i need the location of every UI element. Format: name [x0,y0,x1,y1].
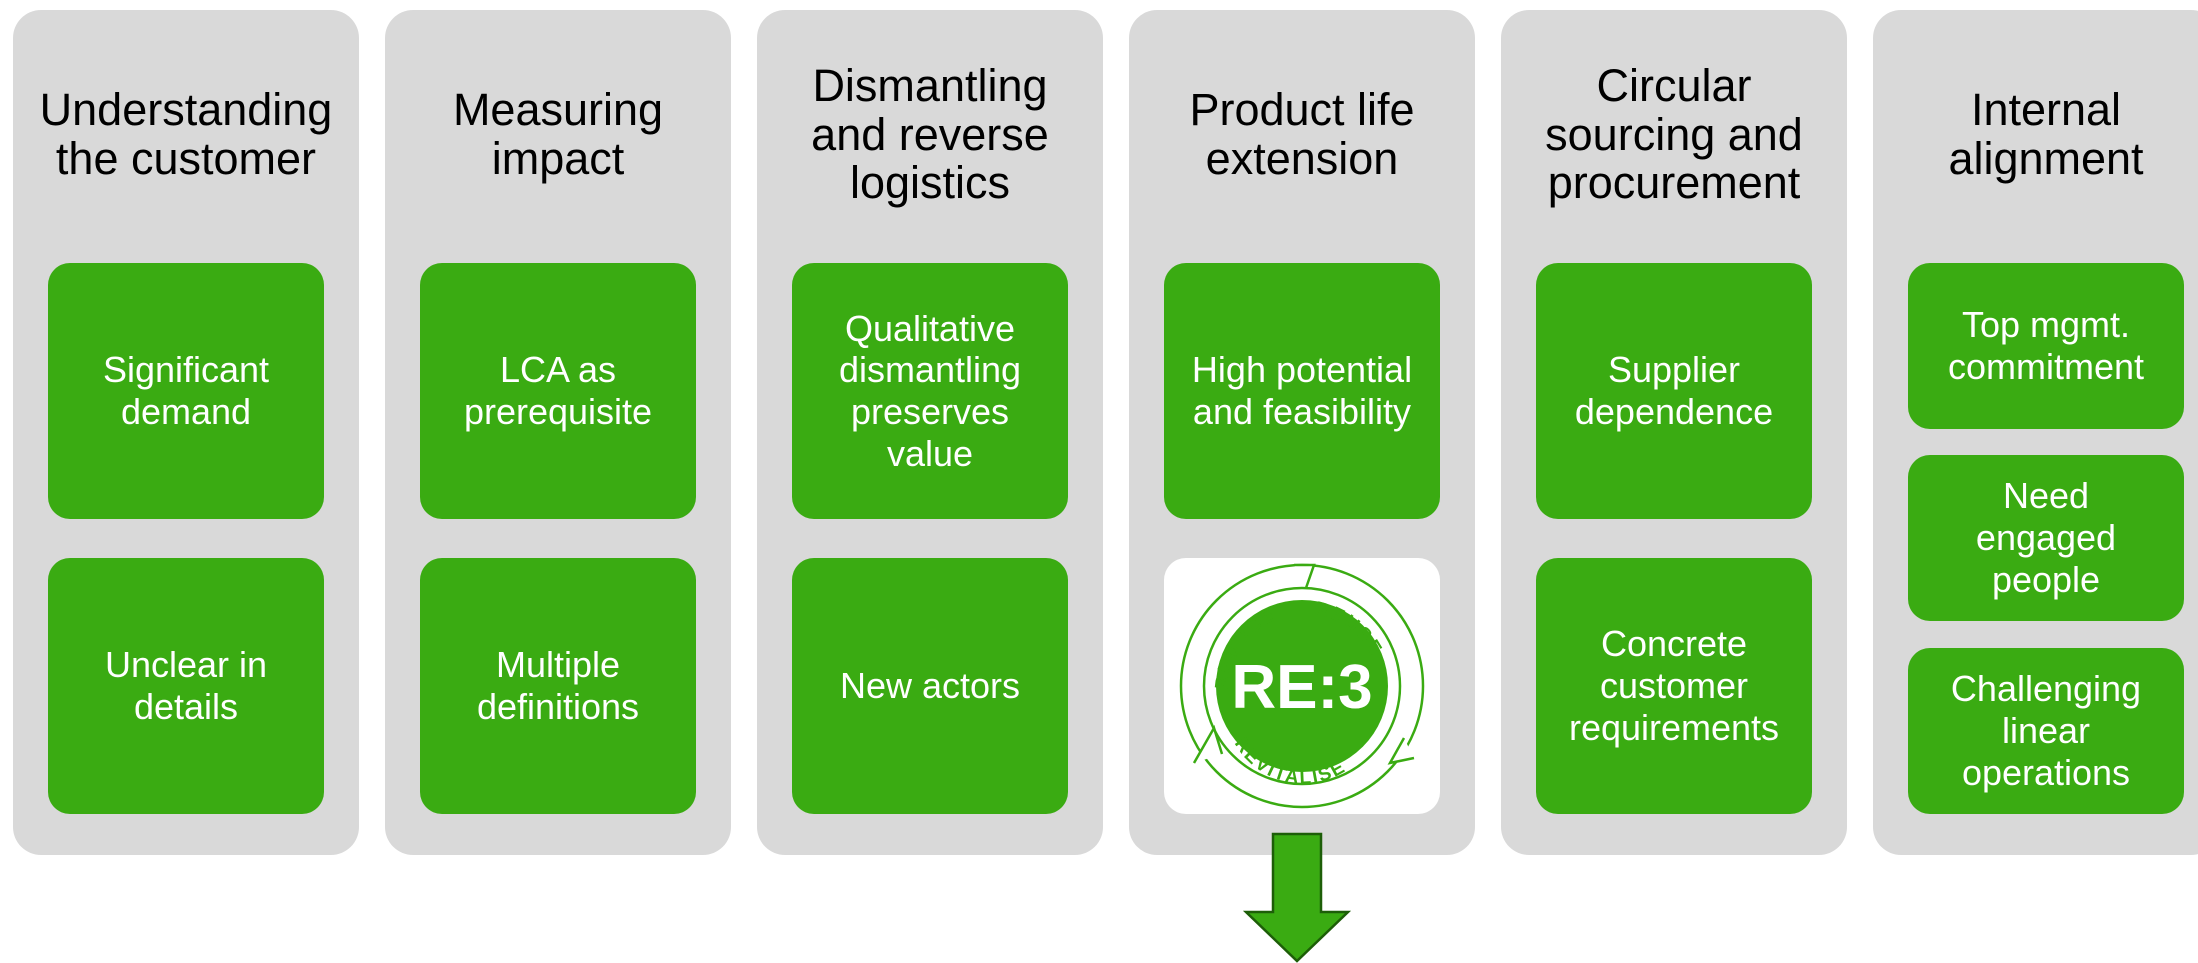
card-significant-demand: Significant demand [48,263,324,519]
column-title: Circular sourcing and procurement [1545,60,1803,209]
logo-center-text: RE:3 [1231,653,1372,722]
card-new-actors: New actors [792,558,1068,814]
card-top-mgmt-commitment: Top mgmt. commitment [1908,263,2184,429]
column-circular-sourcing: Circular sourcing and procurement Suppli… [1501,10,1847,855]
column-internal-alignment: Internal alignment Top mgmt. commitment … [1873,10,2198,855]
card-supplier-dependence: Supplier dependence [1536,263,1812,519]
card-qualitative-dismantling: Qualitative dismantling preserves value [792,263,1068,519]
column-understanding-customer: Understanding the customer Significant d… [13,10,359,855]
card-high-potential: High potential and feasibility [1164,263,1440,519]
card-lca-prerequisite: LCA as prerequisite [420,263,696,519]
column-measuring-impact: Measuring impact LCA as prerequisite Mul… [385,10,731,855]
card-multiple-definitions: Multiple definitions [420,558,696,814]
card-customer-requirements: Concrete customer requirements [1536,558,1812,814]
card-unclear-in-details: Unclear in details [48,558,324,814]
card-need-engaged-people: Need engaged people [1908,455,2184,621]
column-title: Understanding the customer [39,84,333,184]
column-dismantling-reverse-logistics: Dismantling and reverse logistics Qualit… [757,10,1103,855]
re3-logo-graphic: RE:3 REDUCE REUSE REVITALISE [1179,563,1425,809]
re3-logo: RE:3 REDUCE REUSE REVITALISE [1164,558,1440,814]
column-product-life-extension: Product life extension High potential an… [1129,10,1475,855]
down-arrow-icon [1242,832,1352,963]
card-challenging-linear-operations: Challenging linear operations [1908,648,2184,814]
column-title: Product life extension [1189,84,1415,184]
column-title: Internal alignment [1948,84,2144,184]
column-title: Measuring impact [452,84,664,184]
column-title: Dismantling and reverse logistics [811,60,1049,209]
